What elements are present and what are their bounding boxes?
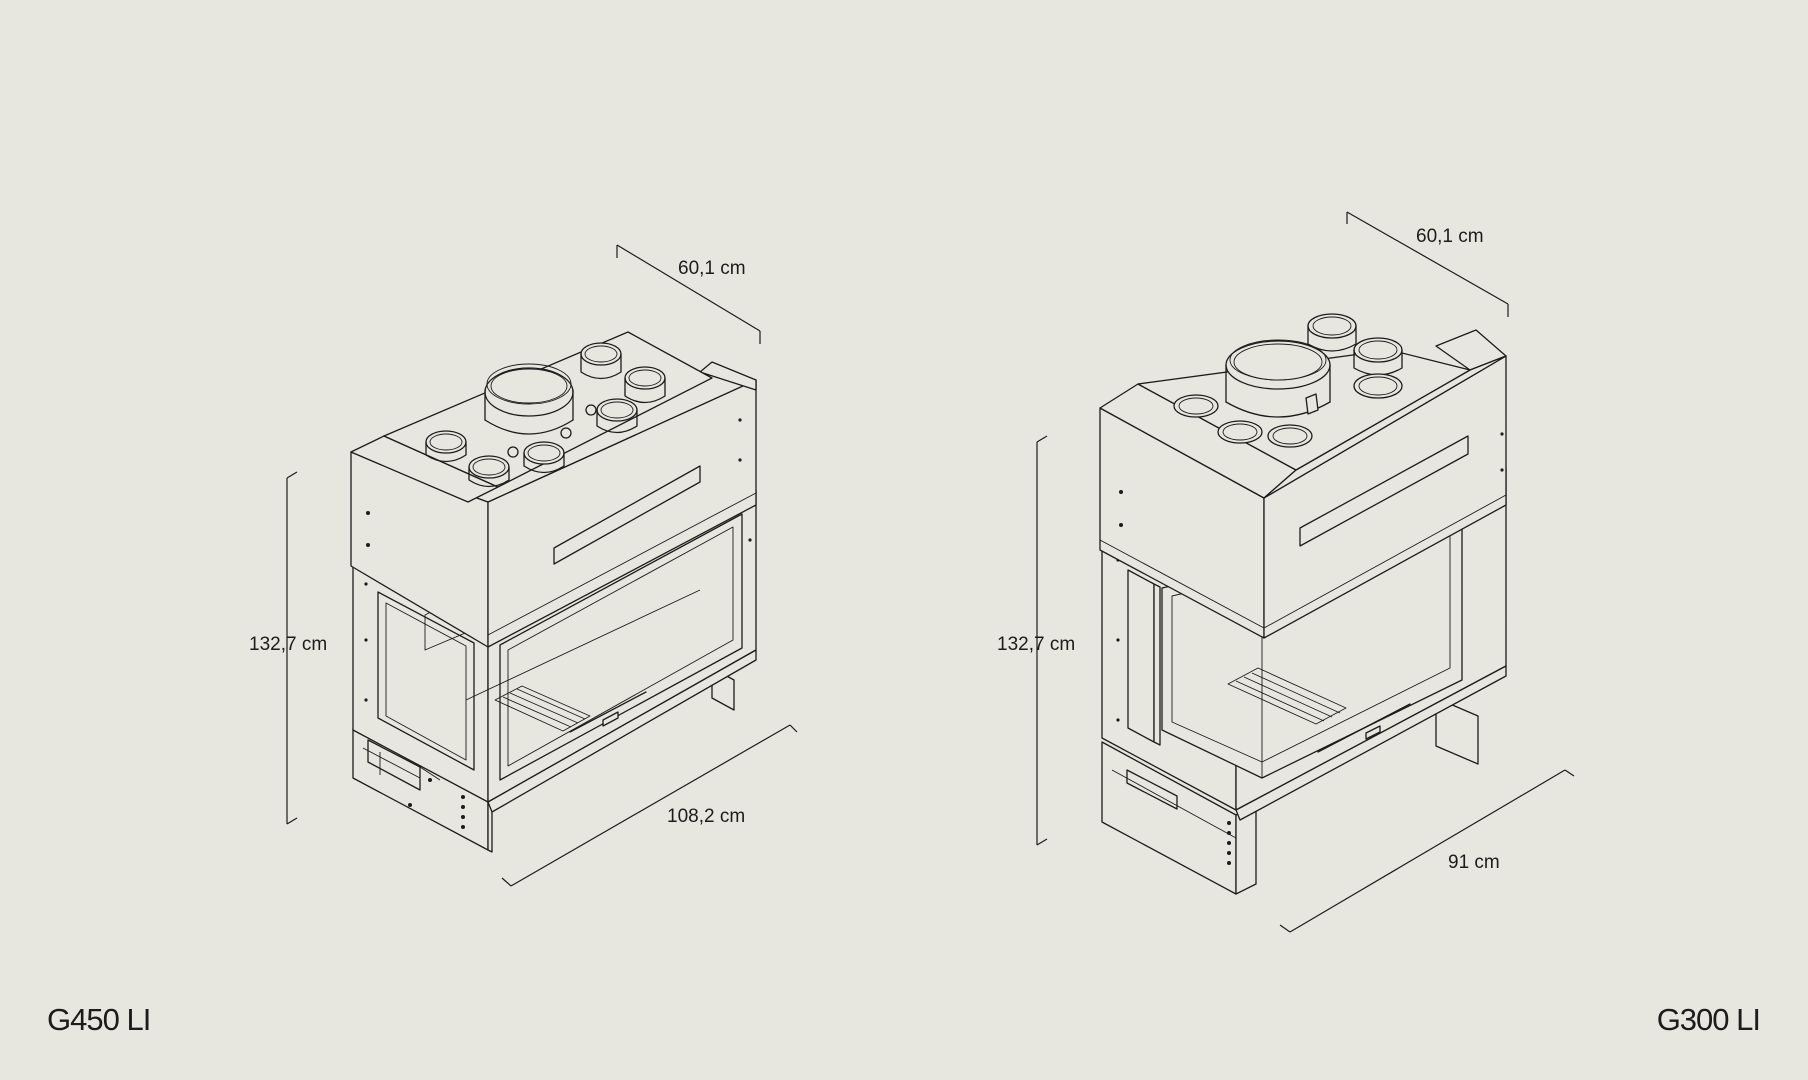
flue-collar-left — [484, 363, 574, 458]
depth-label-left: 60,1 cm — [678, 258, 746, 279]
air-pipe-right-6 — [1267, 424, 1313, 448]
depth-dimension-right — [1346, 211, 1509, 317]
model-name-g300: G300 LI — [1656, 1002, 1761, 1037]
air-pipe-left-6 — [585, 398, 638, 434]
fireplace-top-right — [1099, 313, 1507, 499]
air-pipe-left-1 — [425, 430, 467, 463]
air-pipe-left-2 — [468, 455, 510, 488]
air-pipe-left-5 — [624, 366, 666, 404]
air-pipe-right-2 — [1353, 337, 1403, 376]
flue-collar-right — [1225, 339, 1331, 418]
height-dimension-right — [1036, 435, 1048, 846]
width-dimension-right — [1279, 769, 1575, 933]
air-pipe-left-4 — [580, 342, 622, 380]
depth-label-right: 60,1 cm — [1416, 226, 1484, 247]
fireplace-base-right — [1101, 697, 1479, 895]
width-label-left: 108,2 cm — [667, 806, 745, 827]
depth-dimension-left — [616, 244, 761, 344]
height-label-left: 132,7 cm — [249, 634, 327, 655]
air-pipe-right-5 — [1217, 420, 1263, 444]
model-name-g450: G450 LI — [47, 1002, 151, 1037]
fireplace-hood-right — [1099, 355, 1507, 639]
height-dimension-left — [286, 471, 298, 825]
fireplace-drawing-g450: 60,1 cm 132,7 cm 108,2 cm — [249, 244, 798, 887]
air-pipe-right-3 — [1353, 373, 1403, 399]
air-pipe-right-4 — [1173, 394, 1219, 418]
width-dimension-left — [501, 724, 798, 887]
air-pipe-left-3 — [523, 441, 565, 474]
height-label-right: 132,7 cm — [997, 634, 1075, 655]
fireplace-top-left — [350, 331, 757, 503]
width-label-right: 91 cm — [1448, 852, 1500, 873]
air-pipe-right-1 — [1307, 313, 1357, 352]
fireplace-drawing-g300: 60,1 cm 132,7 cm 91 cm — [997, 211, 1575, 933]
